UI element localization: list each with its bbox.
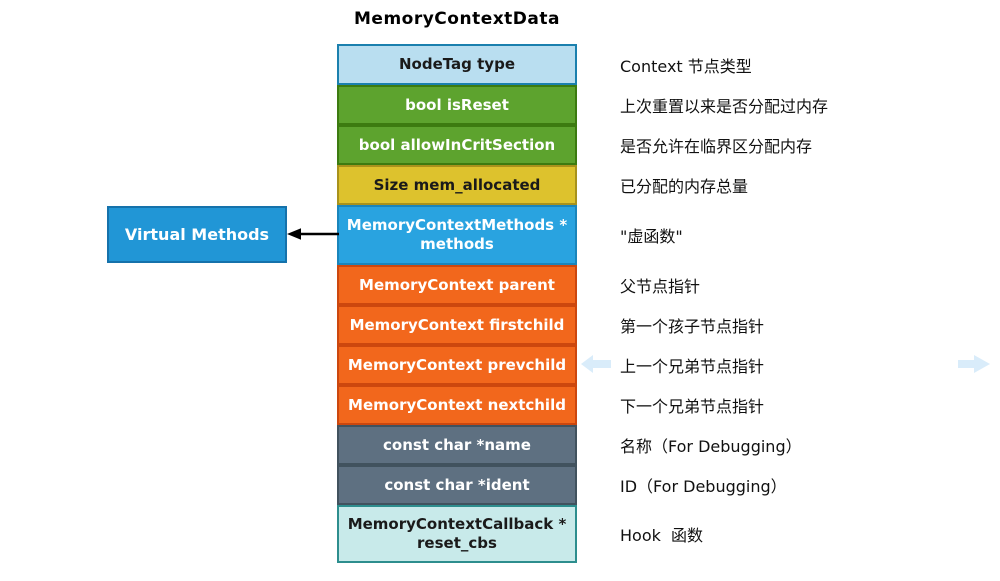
struct-field-label: MemoryContext parent	[359, 275, 555, 294]
field-annotation: 是否允许在临界区分配内存	[620, 137, 813, 156]
struct-title: MemoryContextData	[354, 9, 560, 29]
field-annotation: Context 节点类型	[620, 56, 752, 76]
struct-row: bool allowInCritSection	[337, 125, 577, 165]
struct-field-label: MemoryContext firstchild	[349, 315, 565, 334]
struct-field-label: const char *ident	[384, 475, 530, 494]
struct-field-label: MemoryContext nextchild	[348, 395, 566, 414]
struct-field-label: const char *name	[383, 435, 531, 454]
field-annotation: 父节点指针	[620, 277, 701, 296]
field-annotation: 下一个兄弟节点指针	[620, 397, 765, 416]
struct-field-label: NodeTag type	[398, 55, 515, 74]
struct-row: const char *name	[337, 425, 577, 465]
struct-row: Size mem_allocated	[337, 165, 577, 205]
struct-row: MemoryContext nextchild	[337, 385, 577, 425]
field-annotation: Hook 函数	[620, 526, 704, 545]
struct-row: const char *ident	[337, 465, 577, 505]
struct-row: MemoryContextMethods * methods	[337, 205, 577, 265]
struct-field-label: Size mem_allocated	[373, 175, 541, 194]
field-annotation: ID（For Debugging）	[620, 477, 787, 496]
virtual-methods-label: Virtual Methods	[124, 225, 270, 244]
struct-row: MemoryContextCallback * reset_cbs	[337, 505, 577, 563]
struct-field-label: MemoryContextMethods * methods	[346, 216, 568, 253]
field-annotation: 上次重置以来是否分配过内存	[620, 97, 829, 116]
struct-field-label: bool isReset	[405, 95, 509, 114]
struct-row: MemoryContext parent	[337, 265, 577, 305]
nextchild-right-arrow-icon	[958, 355, 990, 373]
virtual-methods-box: Virtual Methods	[107, 206, 287, 263]
struct-field-label: bool allowInCritSection	[358, 135, 556, 154]
struct-field-label: MemoryContextCallback * reset_cbs	[347, 515, 567, 552]
field-annotation: 已分配的内存总量	[620, 177, 749, 196]
field-annotation: "虚函数"	[620, 227, 683, 246]
struct-field-label: MemoryContext prevchild	[347, 355, 567, 374]
struct-row: NodeTag type	[337, 44, 577, 85]
methods-pointer-arrow-icon	[287, 228, 339, 240]
field-annotation: 上一个兄弟节点指针	[620, 357, 765, 376]
struct-row: MemoryContext prevchild	[337, 345, 577, 385]
struct-row: MemoryContext firstchild	[337, 305, 577, 345]
prevchild-left-arrow-icon	[581, 355, 611, 373]
struct-row: bool isReset	[337, 85, 577, 125]
field-annotation: 名称（For Debugging）	[620, 437, 802, 456]
field-annotation: 第一个孩子节点指针	[620, 317, 765, 336]
